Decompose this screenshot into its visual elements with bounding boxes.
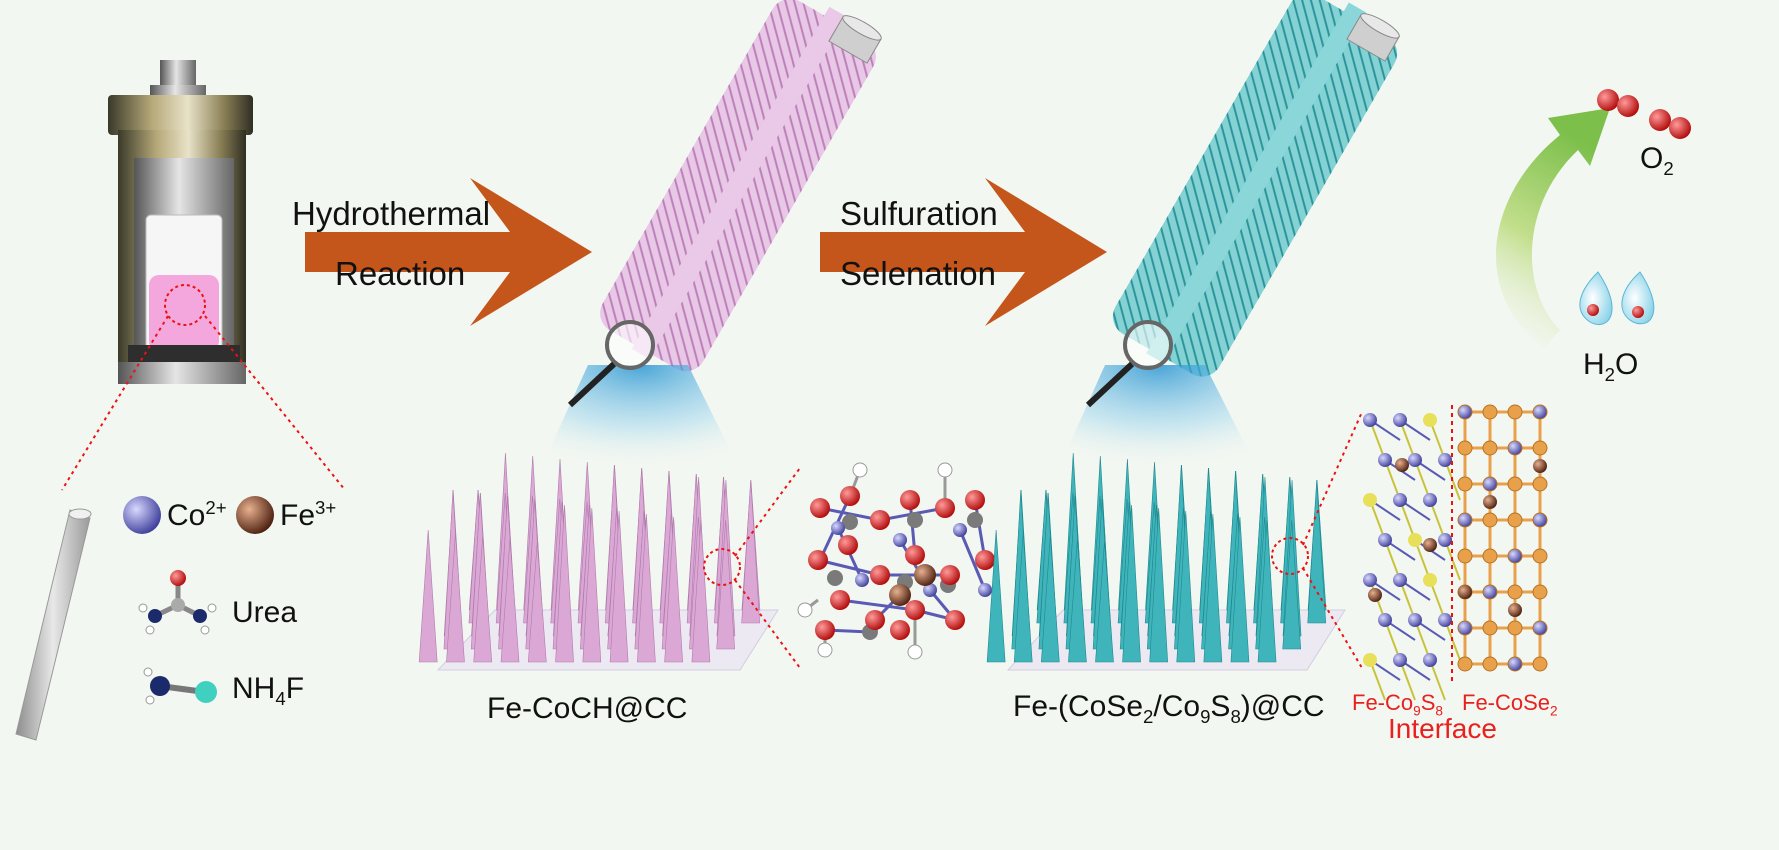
heterostructure-lattice	[1363, 404, 1548, 701]
teal-rod-end-cap	[1346, 13, 1400, 62]
zoom-line-teal-top	[1302, 411, 1363, 546]
interface-label: Interface	[1388, 713, 1497, 744]
magnifier-icon-1	[567, 320, 655, 408]
teal-cone-array	[986, 452, 1346, 671]
o2-molecule-icon-2	[1649, 109, 1691, 139]
interface-right-phase-label: Fe-CoSe2	[1462, 690, 1558, 719]
urea-molecule-icon	[138, 570, 217, 635]
legend-urea: Urea	[232, 596, 298, 629]
co-ion-sphere	[123, 496, 161, 534]
legend-fe-ion: Fe3+	[280, 497, 337, 532]
autoclave	[108, 60, 253, 384]
zoom-line-pink-top	[734, 467, 801, 557]
teal-nanoneedle-brush	[1112, 0, 1398, 377]
oer-curved-arrow	[1496, 108, 1610, 348]
sulfuration-arrow	[820, 178, 1107, 326]
step1-label-line1: Hydrothermal	[292, 195, 491, 232]
step2-label-line1: Sulfuration	[840, 195, 998, 232]
zoom-beam-1	[540, 365, 740, 470]
magnifier-icon-2	[1085, 320, 1173, 408]
zoom-beam-2	[1058, 365, 1258, 470]
fe-coch-crystal-structure	[797, 462, 995, 660]
pink-cone-array	[418, 452, 779, 671]
o2-label: O2	[1640, 142, 1674, 179]
h2o-label: H2O	[1583, 348, 1639, 385]
pink-rod-end-cap	[828, 15, 882, 64]
product2-label: Fe-(CoSe2/Co9S8)@CC	[1013, 690, 1325, 727]
legend-nh4f: NH4F	[232, 672, 305, 709]
zoom-line-pink-bottom	[734, 579, 801, 669]
water-droplet-icon-1	[1579, 271, 1613, 325]
zoom-line-teal-bottom	[1302, 567, 1363, 669]
hydrothermal-arrow	[305, 178, 592, 326]
carbon-fiber-rod	[15, 508, 92, 741]
interface-left-phase-label: Fe-Co9S8	[1352, 690, 1443, 719]
fe-ion-sphere	[236, 496, 274, 534]
step2-label-line2: Selenation	[840, 255, 996, 292]
zoom-line-right	[204, 315, 346, 491]
zoom-line-left	[61, 315, 169, 491]
water-droplet-icon-2	[1621, 271, 1655, 325]
nh4f-molecule-icon	[143, 667, 217, 705]
product1-label: Fe-CoCH@CC	[487, 692, 688, 725]
o2-molecule-icon-1	[1597, 89, 1639, 117]
pink-nanoneedle-brush	[600, 0, 876, 372]
legend-co-ion: Co2+	[167, 497, 227, 532]
step1-label-line2: Reaction	[335, 255, 466, 292]
